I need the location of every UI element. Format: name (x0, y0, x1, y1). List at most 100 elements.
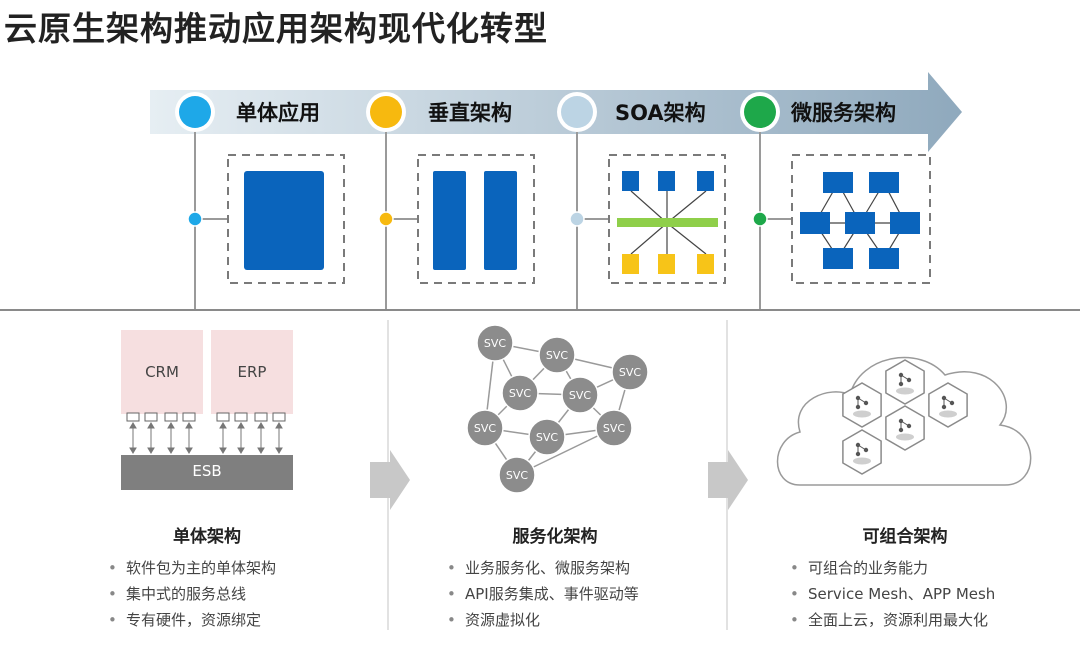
hex-dot (898, 418, 904, 424)
bullet-item: Service Mesh、APP Mesh (790, 581, 995, 607)
stage-node-dot (378, 211, 394, 227)
soa-diagram (617, 171, 718, 274)
arrow-head-down (129, 447, 137, 454)
hex-dot (898, 372, 904, 378)
crm-label: CRM (145, 363, 179, 381)
stage-node-dot (187, 211, 203, 227)
svc-label: SVC (536, 431, 559, 444)
svc-node (528, 418, 566, 456)
esb-label: ESB (192, 462, 222, 480)
hex-disk (853, 410, 871, 418)
hex-dot (863, 400, 869, 406)
svc-label: SVC (484, 337, 507, 350)
svc-label: SVC (603, 422, 626, 435)
stage-label-monolith: 单体应用 (236, 101, 320, 125)
stage-label-soa: SOA架构 (615, 101, 706, 125)
arrow-head-up (147, 422, 155, 429)
arrow-head-down (237, 447, 245, 454)
hex-dot (906, 423, 912, 429)
hex-cell (885, 359, 925, 405)
bullets-composable: 可组合的业务能力 Service Mesh、APP Mesh 全面上云，资源利用… (790, 555, 995, 633)
cloud-diagram (776, 356, 1032, 486)
monolith-section (121, 330, 293, 490)
hex-disk (896, 433, 914, 441)
arrow-head-down (147, 447, 155, 454)
bullets-service: 业务服务化、微服务架构 API服务集成、事件驱动等 资源虚拟化 (447, 555, 639, 633)
monolith-block (244, 171, 324, 270)
arrow-head-up (129, 422, 137, 429)
section-title-service: 服务化架构 (512, 527, 598, 547)
microservice-diagram (800, 172, 920, 269)
stage-label-vertical: 垂直架构 (428, 101, 512, 125)
arrow-head-up (167, 422, 175, 429)
page-title: 云原生架构推动应用架构现代化转型 (4, 9, 548, 48)
svc-label: SVC (569, 389, 592, 402)
svc-node (595, 409, 633, 447)
vertical-block-right (484, 171, 517, 270)
hex-dot (906, 377, 912, 383)
arrow-head-down (219, 447, 227, 454)
arrow-head-up (257, 422, 265, 429)
vertical-box (417, 154, 535, 284)
arrow-head-up (185, 422, 193, 429)
bullet-item: 可组合的业务能力 (790, 555, 995, 581)
arrow-head-down (185, 447, 193, 454)
transition-arrow-2 (708, 450, 748, 510)
svc-node (476, 324, 514, 362)
hex-disk (853, 457, 871, 465)
svc-node (501, 374, 539, 412)
esb-bar (121, 455, 293, 490)
bullets-monolith: 软件包为主的单体架构 集中式的服务总线 专有硬件，资源绑定 (108, 555, 276, 633)
hex-cell (842, 382, 882, 428)
transition-arrow-1 (370, 450, 410, 510)
soa-bus (617, 218, 718, 227)
hex-dot (855, 451, 861, 457)
svc-label: SVC (546, 349, 569, 362)
section-title-composable: 可组合架构 (862, 527, 948, 547)
svc-node (611, 353, 649, 391)
hex-dot (855, 395, 861, 401)
svc-node (466, 409, 504, 447)
svc-label: SVC (506, 469, 529, 482)
bullet-item: 软件包为主的单体架构 (108, 555, 276, 581)
hex-dot (863, 447, 869, 453)
stage-label-microservice: 微服务架构 (791, 101, 896, 125)
arrow-head-up (237, 422, 245, 429)
arrow-head-down (167, 447, 175, 454)
hex-dot (941, 404, 947, 410)
svc-label: SVC (509, 387, 532, 400)
bullet-item: 专有硬件，资源绑定 (108, 607, 276, 633)
hex-dot (949, 400, 955, 406)
hex-dot (855, 442, 861, 448)
erp-box (211, 330, 293, 414)
hex-cell (842, 429, 882, 475)
section-title-monolith: 单体架构 (173, 527, 241, 547)
bullet-item: API服务集成、事件驱动等 (447, 581, 639, 607)
hex-disk (939, 410, 957, 418)
crm-box (121, 330, 203, 414)
stage-node-dot (569, 211, 585, 227)
hex-dot (898, 381, 904, 387)
stage-dot (744, 96, 776, 128)
svc-label: SVC (619, 366, 642, 379)
svc-node (538, 336, 576, 374)
arrow-head-down (257, 447, 265, 454)
stage-node-dot (752, 211, 768, 227)
microservice-box (791, 154, 931, 284)
hex-dot (898, 427, 904, 433)
hex-dot (941, 395, 947, 401)
soa-box (608, 154, 726, 284)
svc-node (561, 376, 599, 414)
arrow-head-up (275, 422, 283, 429)
bullet-item: 资源虚拟化 (447, 607, 639, 633)
arrow-head-up (219, 422, 227, 429)
svc-node (498, 456, 536, 494)
stage-boxes (227, 154, 931, 284)
stage-dot (179, 96, 211, 128)
hex-cell (885, 405, 925, 451)
monolith-box (227, 154, 345, 284)
stage-dot (561, 96, 593, 128)
svc-label: SVC (474, 422, 497, 435)
bullet-item: 全面上云，资源利用最大化 (790, 607, 995, 633)
